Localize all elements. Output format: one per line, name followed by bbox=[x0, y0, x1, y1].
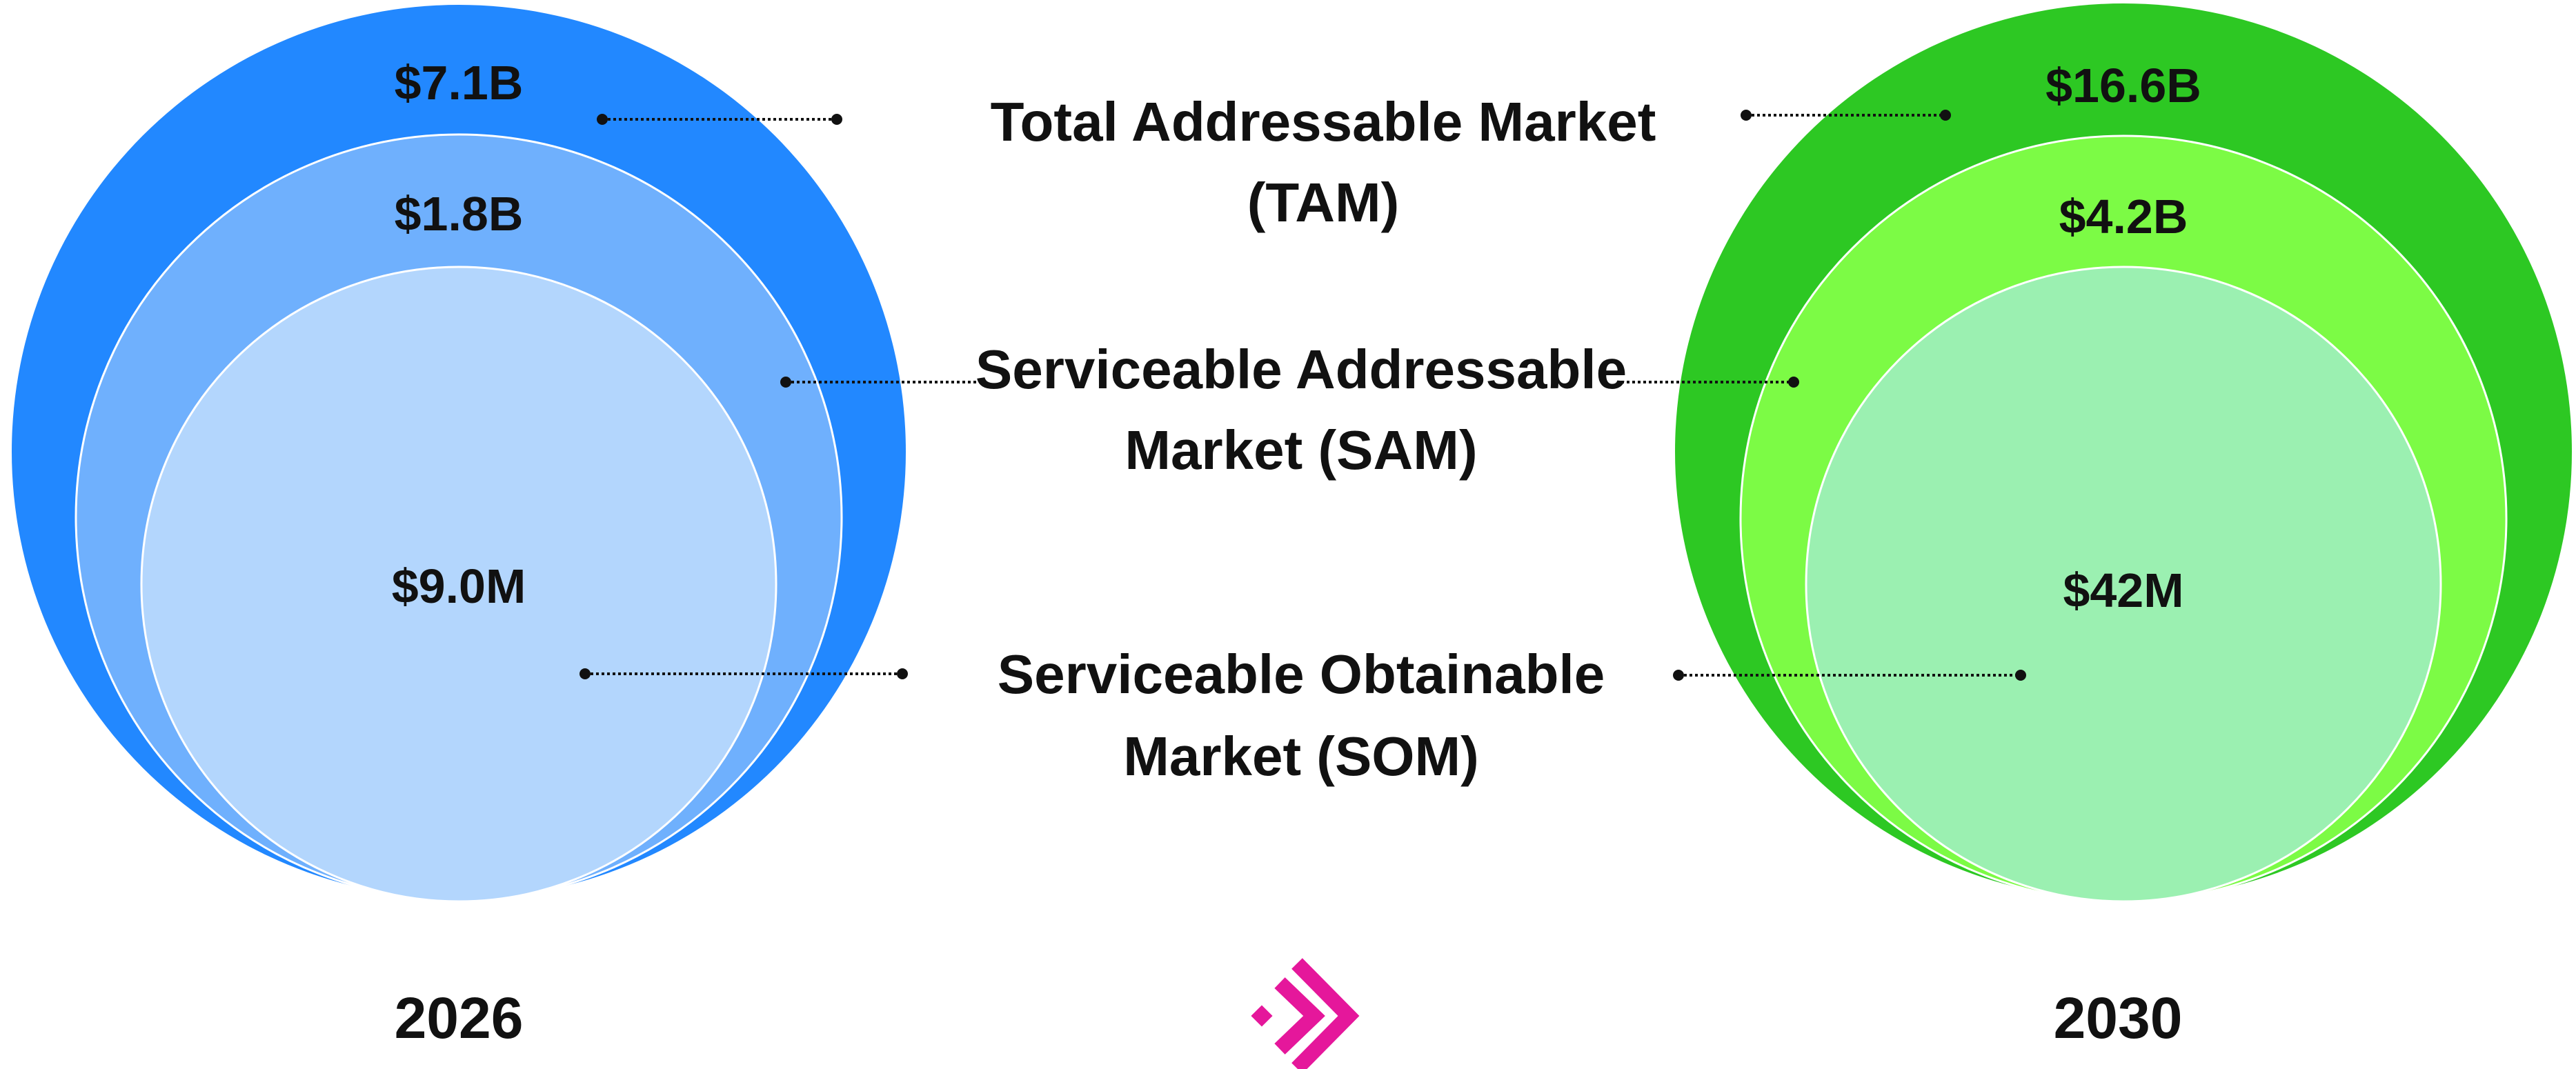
sam-leader-right-dot bbox=[1788, 377, 1799, 388]
som-label-line-1: Serviceable Obtainable bbox=[998, 643, 1605, 705]
som-value-2026: $9.0M bbox=[392, 559, 526, 613]
tam-leader-right-dot-b bbox=[1940, 110, 1951, 121]
som-circle-2030 bbox=[1805, 266, 2442, 903]
tam-value-2026: $7.1B bbox=[395, 56, 524, 110]
sam-leader-left-dot bbox=[780, 377, 791, 388]
tam-label-line-2: (TAM) bbox=[1247, 172, 1400, 233]
circles-2026: $7.1B $1.8B $9.0M bbox=[12, 5, 906, 903]
sam-value-2030: $4.2B bbox=[2059, 190, 2188, 243]
som-circle-2026 bbox=[140, 266, 777, 903]
tam-label-line-1: Total Addressable Market bbox=[991, 91, 1656, 152]
year-label-2030: 2030 bbox=[2054, 986, 2183, 1050]
leader-lines bbox=[579, 110, 2026, 681]
sam-label-line-2: Market (SAM) bbox=[1124, 419, 1477, 481]
som-leader-right-dot-b bbox=[2015, 670, 2026, 681]
som-leader-left-dot-b bbox=[897, 668, 908, 679]
som-leader-right-dot-a bbox=[1673, 670, 1684, 681]
double-chevron-right-icon bbox=[1251, 958, 1360, 1069]
som-label-line-2: Market (SOM) bbox=[1123, 726, 1479, 787]
sam-label-line-1: Serviceable Addressable bbox=[975, 339, 1627, 400]
tam-leader-left-dot-b bbox=[831, 114, 842, 125]
som-value-2030: $42M bbox=[2063, 563, 2183, 617]
som-leader-left-dot-a bbox=[579, 668, 591, 679]
sam-value-2026: $1.8B bbox=[395, 187, 524, 241]
tam-leader-right-dot-a bbox=[1741, 110, 1752, 121]
tam-leader-left-dot-a bbox=[597, 114, 608, 125]
market-labels: Total Addressable Market (TAM) Serviceab… bbox=[975, 91, 1656, 787]
year-label-2026: 2026 bbox=[395, 986, 524, 1050]
tam-value-2030: $16.6B bbox=[2045, 59, 2201, 112]
circles-2030: $16.6B $4.2B $42M bbox=[1675, 3, 2572, 903]
